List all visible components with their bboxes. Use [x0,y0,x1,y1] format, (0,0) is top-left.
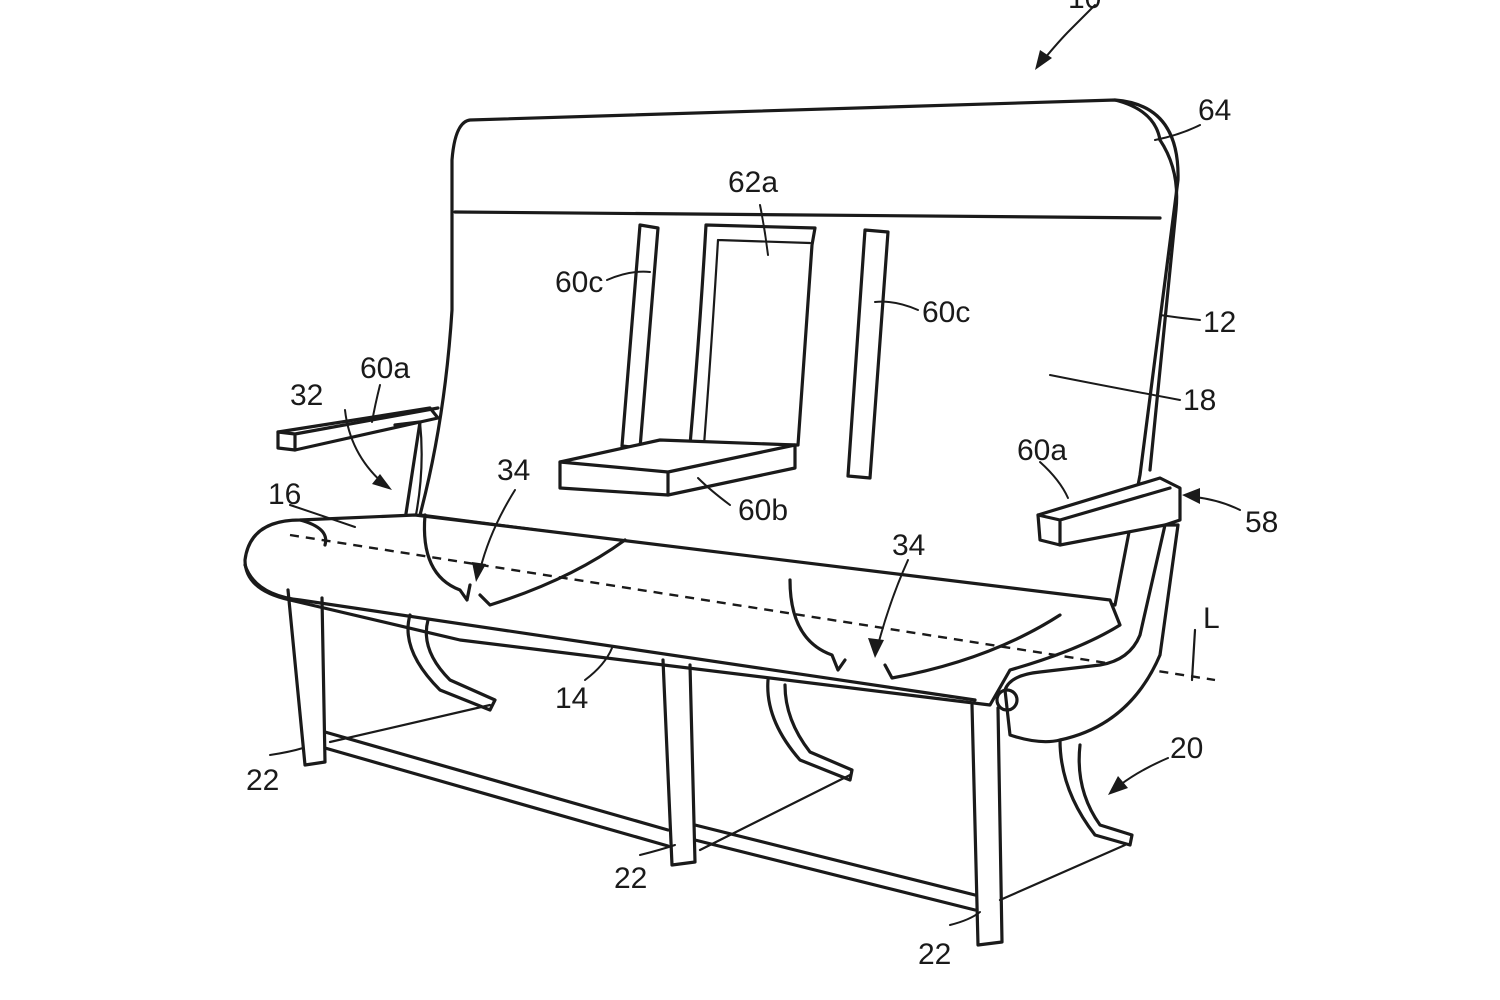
leader-lines [269,4,1241,926]
label-64: 64 [1198,94,1231,127]
leg-front-left [286,588,327,767]
armrest-left [276,406,440,522]
label-16: 16 [268,478,301,511]
label-20: 20 [1170,732,1203,765]
tray-table [558,438,797,497]
slot-right [846,228,890,480]
label-14: 14 [555,682,588,715]
axis-line-L [289,533,1216,682]
leg-front-right [970,703,1004,947]
label-32: 32 [290,379,323,412]
label-L: L [1203,602,1220,635]
label-58: 58 [1245,506,1278,539]
label-34-right: 34 [892,529,925,562]
headrest-divider [453,210,1162,220]
label-22-right: 22 [918,938,951,971]
label-18: 18 [1183,384,1216,417]
label-10: 10 [1068,0,1101,15]
seat-cushion [243,513,1216,707]
seat-hinges [422,513,1062,680]
label-12: 12 [1203,306,1236,339]
label-60c-right: 60c [922,296,970,329]
label-34-left: 34 [497,454,530,487]
leg-frame [286,588,1134,947]
leg-front-middle [661,658,697,867]
label-60b: 60b [738,494,788,527]
label-22-left: 22 [246,764,279,797]
label-22-middle: 22 [614,862,647,895]
armrest-right [995,476,1182,744]
label-60c-left: 60c [555,266,603,299]
label-60a-left: 60a [360,352,410,385]
label-60a-right: 60a [1017,434,1067,467]
reference-labels: 10 64 62a 60c 60c 12 18 60a 32 16 60b 34… [246,0,1278,971]
label-62a: 62a [728,166,778,199]
